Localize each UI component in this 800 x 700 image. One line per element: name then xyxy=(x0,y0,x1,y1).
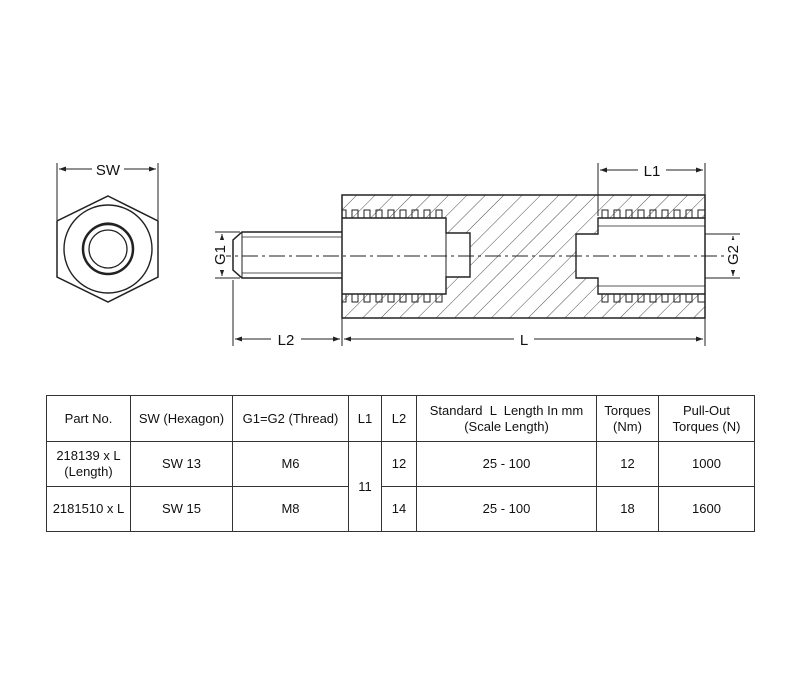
cell-part-no: 2181510 x L xyxy=(46,486,131,532)
bore-circle xyxy=(88,229,128,269)
header-torques: Torques (Nm) xyxy=(596,395,659,442)
header-torques-line2: (Nm) xyxy=(613,418,642,434)
g1-label: G1 xyxy=(212,245,229,265)
table-row: 218139 x L (Length) SW 13 M6 11 12 25 - … xyxy=(46,441,755,532)
cell-thread: M6 xyxy=(232,441,349,487)
l2-label: L2 xyxy=(278,332,295,349)
table-row: 2181510 x L SW 15 M8 14 25 - 100 18 1600 xyxy=(46,486,755,532)
left-cavity-outline xyxy=(342,217,471,295)
l-label: L xyxy=(520,332,528,349)
cell-l2: 14 xyxy=(381,486,417,532)
header-part-no: Part No. xyxy=(46,395,131,442)
male-stud-outline xyxy=(232,231,342,279)
side-section-view xyxy=(215,194,735,319)
part-no-line2: (Length) xyxy=(64,464,113,479)
hexagon-outline xyxy=(56,195,159,303)
cell-thread: M8 xyxy=(232,486,349,532)
l1-label: L1 xyxy=(644,163,661,180)
header-l2: L2 xyxy=(381,395,417,442)
table-header-row: Part No. SW (Hexagon) G1=G2 (Thread) L1 … xyxy=(46,395,755,442)
header-sw: SW (Hexagon) xyxy=(130,395,233,442)
hex-outer-circle xyxy=(63,204,153,294)
cell-sw: SW 13 xyxy=(130,441,233,487)
header-torques-line1: Torques xyxy=(604,402,651,418)
cell-pullout: 1600 xyxy=(658,486,755,532)
cell-torques: 12 xyxy=(596,441,659,487)
header-pullout-line2: Torques (N) xyxy=(672,418,741,434)
g2-label: G2 xyxy=(725,245,742,265)
header-standard-length: Standard L Length In mm (Scale Length) xyxy=(416,395,597,442)
header-pullout: Pull-Out Torques (N) xyxy=(658,395,755,442)
cell-standard: 25 - 100 xyxy=(416,441,597,487)
cell-l2: 12 xyxy=(381,441,417,487)
thread-arc xyxy=(91,222,127,233)
right-bore-outline xyxy=(575,217,705,295)
sw-label: SW xyxy=(96,162,121,179)
hex-end-view: SW xyxy=(56,160,159,303)
header-standard-line2: (Scale Length) xyxy=(464,418,549,434)
part-no-line1: 218139 x L xyxy=(56,448,121,463)
thread-circle xyxy=(81,222,135,276)
cell-pullout: 1000 xyxy=(658,441,755,487)
header-thread: G1=G2 (Thread) xyxy=(232,395,349,442)
header-standard-line1: Standard L Length In mm xyxy=(429,402,584,418)
spec-table: Part No. SW (Hexagon) G1=G2 (Thread) L1 … xyxy=(46,395,755,532)
technical-drawing: SW G1 G2 xyxy=(56,160,744,349)
cell-standard: 25 - 100 xyxy=(416,486,597,532)
side-dimensions: G1 G2 L1 L2 L xyxy=(206,161,744,349)
cell-part-no: 218139 x L (Length) xyxy=(46,441,131,487)
header-l1: L1 xyxy=(348,395,382,442)
cell-torques: 18 xyxy=(596,486,659,532)
cell-l1-shared: 11 xyxy=(348,441,382,532)
header-pullout-line1: Pull-Out xyxy=(683,402,730,418)
body-section-hatch xyxy=(342,195,705,318)
body-outline xyxy=(341,194,706,319)
knurl-left-top xyxy=(342,209,443,218)
knurl-right-bottom xyxy=(601,294,705,303)
cell-sw: SW 15 xyxy=(130,486,233,532)
knurl-right-top xyxy=(601,209,705,218)
knurl-left-bottom xyxy=(342,294,443,303)
